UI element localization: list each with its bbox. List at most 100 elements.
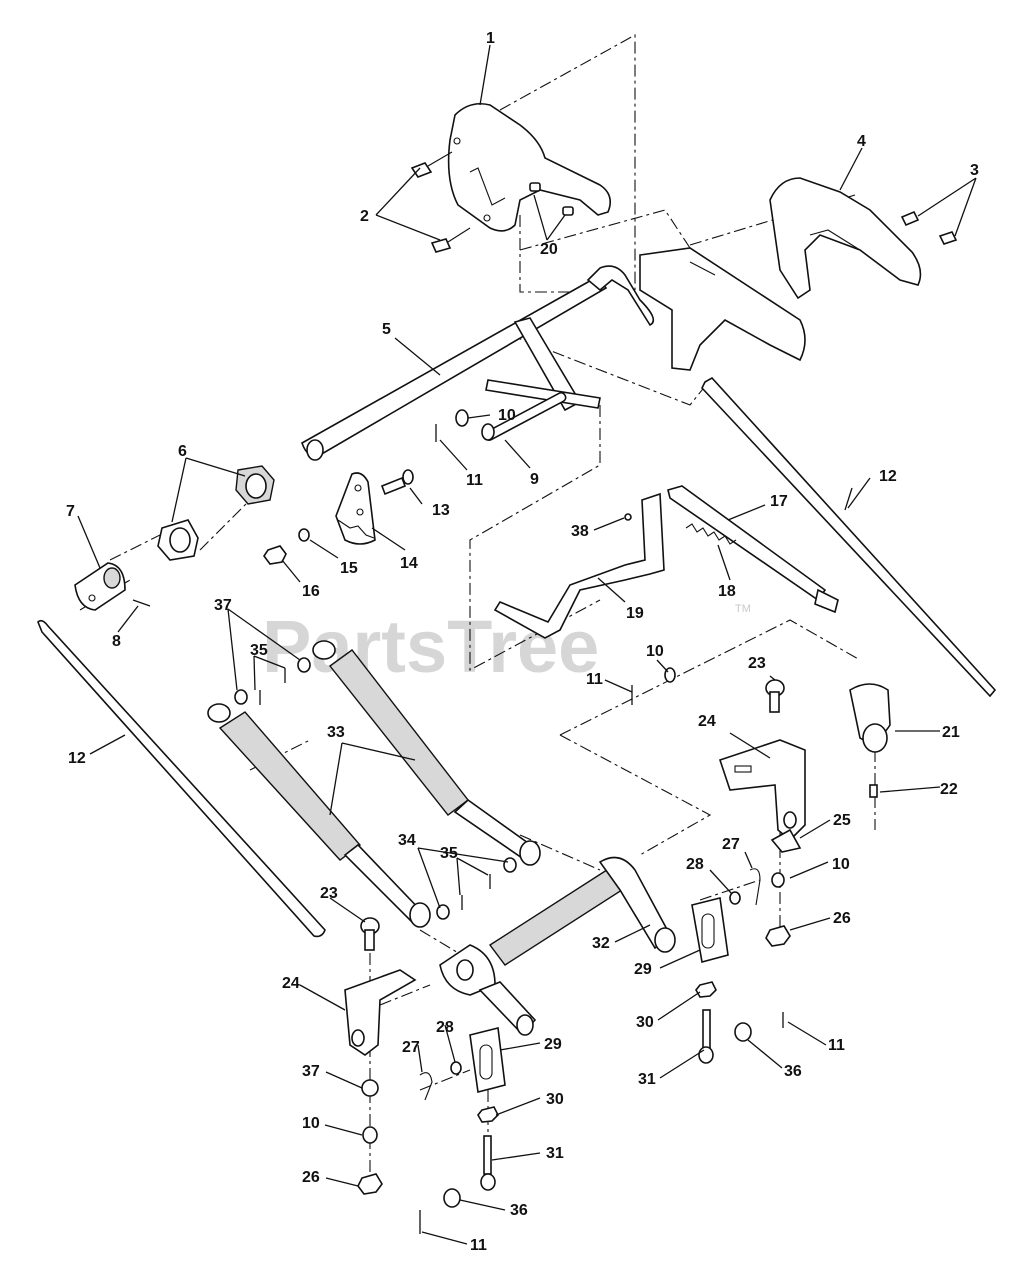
- callout-28b: 28: [436, 1019, 454, 1036]
- callout-1: 1: [486, 30, 495, 47]
- part-29-link-left: [469, 1027, 506, 1093]
- part-37-washer-left: [361, 1079, 379, 1097]
- watermark-trademark: TM: [735, 603, 751, 615]
- callout-23a: 23: [748, 655, 766, 672]
- part-12-rod-left: [37, 619, 326, 938]
- part-30-nut-right: [695, 981, 717, 998]
- callout-38: 38: [571, 523, 589, 540]
- part-36-washer-left: [443, 1188, 461, 1208]
- part-1-cover: [447, 102, 611, 232]
- part-5-shaft: [301, 265, 655, 461]
- part-31-eyebolt-right: [698, 1009, 714, 1064]
- part-16-nut: [263, 545, 287, 565]
- callout-27a: 27: [722, 836, 740, 853]
- callout-32: 32: [592, 935, 610, 952]
- part-4-cover: [769, 177, 922, 300]
- callout-30a: 30: [636, 1014, 654, 1031]
- callout-labels: 1 2 3 4 5 6 7 8 9 10 10 10 10 11 11 11 1…: [66, 30, 979, 1254]
- part-10-washer-top: [455, 409, 469, 427]
- callout-13: 13: [432, 502, 450, 519]
- part-30-nut-left: [477, 1106, 499, 1123]
- callout-2: 2: [360, 208, 369, 225]
- part-8-pin: [132, 599, 151, 607]
- callout-20: 20: [540, 241, 558, 258]
- part-33-strut-right: [312, 640, 541, 866]
- callout-29b: 29: [544, 1036, 562, 1053]
- callout-26b: 26: [302, 1169, 320, 1186]
- callout-18: 18: [718, 583, 736, 600]
- callout-11d: 11: [470, 1237, 487, 1254]
- part-23-bolt-left: [360, 917, 380, 951]
- part-31-eyebolt-left: [480, 1135, 496, 1191]
- part-24-bracket-left: [344, 969, 417, 1056]
- callout-11b: 11: [586, 671, 603, 688]
- callout-17: 17: [770, 493, 788, 510]
- callout-27b: 27: [402, 1039, 420, 1056]
- part-26-nut-left: [357, 1173, 383, 1195]
- callout-12a: 12: [879, 468, 897, 485]
- callout-28a: 28: [686, 856, 704, 873]
- part-19-lever: [493, 492, 665, 639]
- callout-25: 25: [833, 812, 851, 829]
- part-32-lower-shaft: [439, 856, 676, 1036]
- callout-22: 22: [940, 781, 958, 798]
- callout-34: 34: [398, 832, 416, 849]
- callout-19: 19: [626, 605, 644, 622]
- callout-3: 3: [970, 162, 979, 179]
- callout-35b: 35: [440, 845, 458, 862]
- callout-7: 7: [66, 503, 75, 520]
- callout-10d: 10: [302, 1115, 320, 1132]
- part-22-setscrew: [869, 784, 878, 798]
- part-9-pin: [481, 391, 567, 441]
- callout-24a: 24: [698, 713, 716, 730]
- part-35-pins-top: [259, 668, 286, 705]
- part-25-clip: [770, 828, 802, 853]
- part-15-washer: [298, 528, 310, 542]
- part-21-cam: [849, 683, 891, 753]
- part-28-washer-left: [450, 1061, 462, 1075]
- callout-10c: 10: [832, 856, 850, 873]
- callout-6: 6: [178, 443, 187, 460]
- callout-35a: 35: [250, 642, 268, 659]
- part-26-nut-right: [765, 925, 791, 947]
- part-20-pins: [529, 182, 574, 216]
- callout-11c: 11: [828, 1037, 845, 1054]
- part-10-washer-left: [362, 1126, 378, 1144]
- callout-21: 21: [942, 724, 960, 741]
- part-12-rod-right: [701, 376, 997, 698]
- lift-bracket: [639, 247, 806, 371]
- part-13-bolt: [380, 469, 414, 496]
- callout-8: 8: [112, 633, 121, 650]
- part-34-washers: [436, 857, 517, 920]
- part-38-clip: [624, 513, 632, 521]
- callout-31a: 31: [638, 1071, 656, 1088]
- part-6-bushings: [157, 465, 275, 561]
- callout-12b: 12: [68, 750, 86, 767]
- part-36-washer-right: [734, 1022, 752, 1042]
- callout-26a: 26: [833, 910, 851, 927]
- callout-30b: 30: [546, 1091, 564, 1108]
- part-27-hook-right: [749, 868, 761, 906]
- part-24-bracket-right: [718, 739, 806, 842]
- part-28-washer-right: [729, 891, 741, 905]
- callout-9: 9: [530, 471, 539, 488]
- part-33-strut-left: [207, 703, 431, 928]
- callout-37a: 37: [214, 597, 232, 614]
- part-23-bolt-right: [765, 679, 785, 713]
- callout-36b: 36: [510, 1202, 528, 1219]
- callout-5: 5: [382, 321, 391, 338]
- callout-4: 4: [857, 133, 866, 150]
- part-18-spring: [685, 523, 737, 545]
- watermark-text: PartsTree: [262, 605, 599, 688]
- callout-33: 33: [327, 724, 345, 741]
- callout-36a: 36: [784, 1063, 802, 1080]
- part-14-sector: [335, 472, 376, 545]
- callout-24b: 24: [282, 975, 300, 992]
- callout-10a: 10: [498, 407, 516, 424]
- callout-16: 16: [302, 583, 320, 600]
- part-2-screws: [410, 151, 471, 253]
- part-7-collar: [74, 562, 126, 611]
- callout-31b: 31: [546, 1145, 564, 1162]
- callout-37b: 37: [302, 1063, 320, 1080]
